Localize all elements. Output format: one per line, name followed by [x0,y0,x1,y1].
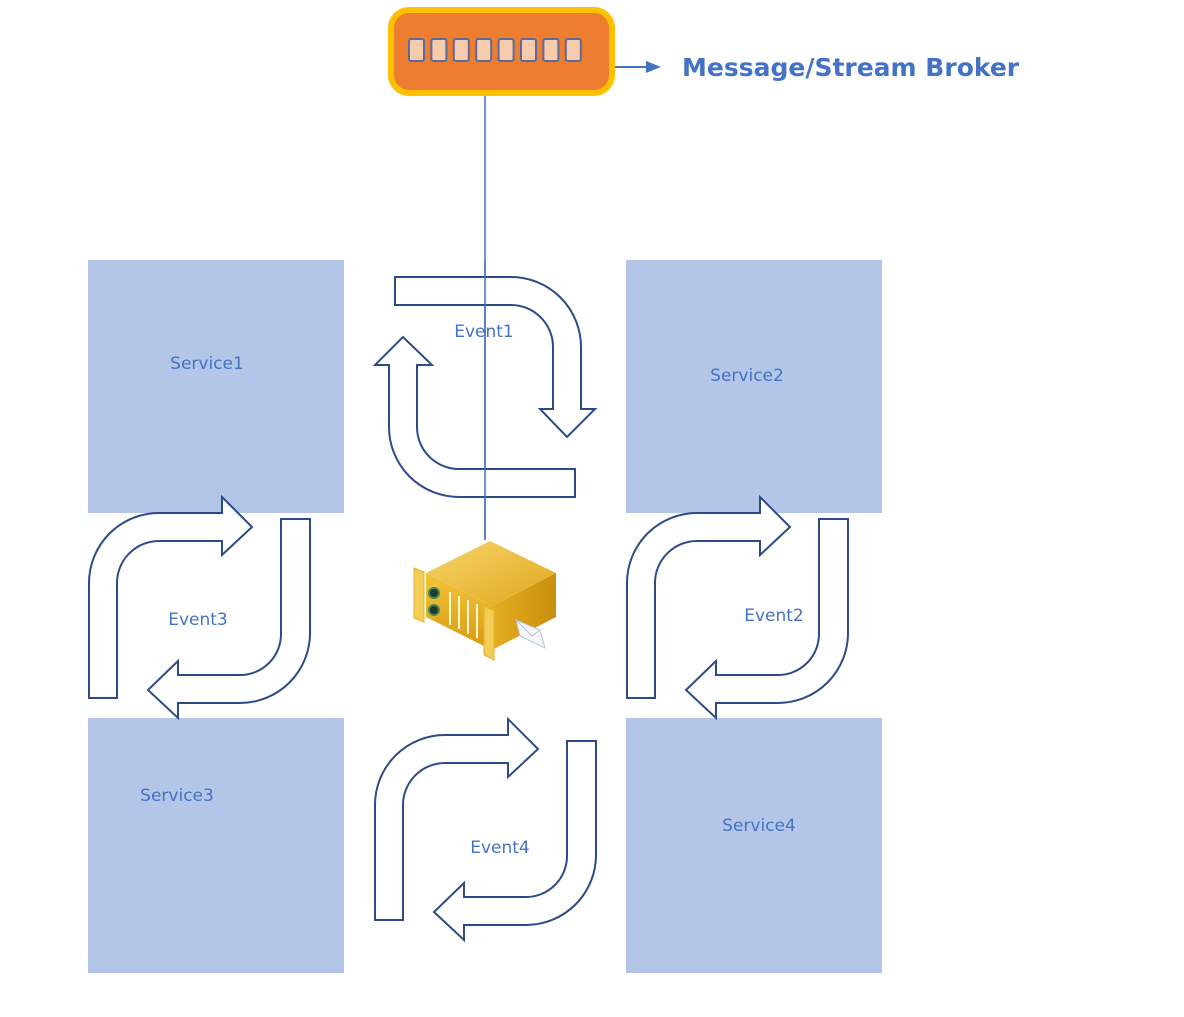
event4-arrows: Event4 [374,716,597,943]
event1-arrow-right-down [394,276,598,439]
message-broker[interactable] [388,7,615,96]
service-label: Service4 [722,816,796,836]
service-label: Service1 [170,354,244,374]
service-label: Service2 [710,366,784,386]
event2-arrow-up-right [626,494,792,699]
queue-slot [452,38,470,62]
queue-slot [475,38,493,62]
queue-slot [564,38,582,62]
event1-arrows: Event1 [372,276,598,498]
service-box-3[interactable]: Service3 [88,718,344,973]
event3-arrows: Event3 [88,494,311,721]
service-box-2[interactable]: Service2 [626,260,882,513]
queue-slot [542,38,560,62]
broker-label-arrow [615,61,661,73]
event2-arrow-down-left [684,518,849,721]
envelope-icon [515,619,546,649]
event-label: Event2 [744,606,804,626]
event1-arrow-left-up [372,335,576,498]
event2-arrows: Event2 [626,494,849,721]
queue-slot [408,38,425,62]
server-icon [413,541,556,661]
event-label: Event1 [454,322,514,342]
broker-title: Message/Stream Broker [682,53,1020,82]
service-label: Service3 [140,786,214,806]
event4-arrow-down-left [432,740,597,943]
event3-arrow-down-left [146,518,311,721]
queue-slot [520,38,537,62]
queue-slot [497,38,515,62]
event-label: Event3 [168,610,228,630]
event3-arrow-up-right [88,494,254,699]
service-box-4[interactable]: Service4 [626,718,882,973]
service-box-1[interactable]: Service1 [88,260,344,513]
queue-slots [408,38,582,62]
event4-arrow-up-right [374,716,540,921]
queue-slot [430,38,448,62]
event-label: Event4 [470,838,530,858]
